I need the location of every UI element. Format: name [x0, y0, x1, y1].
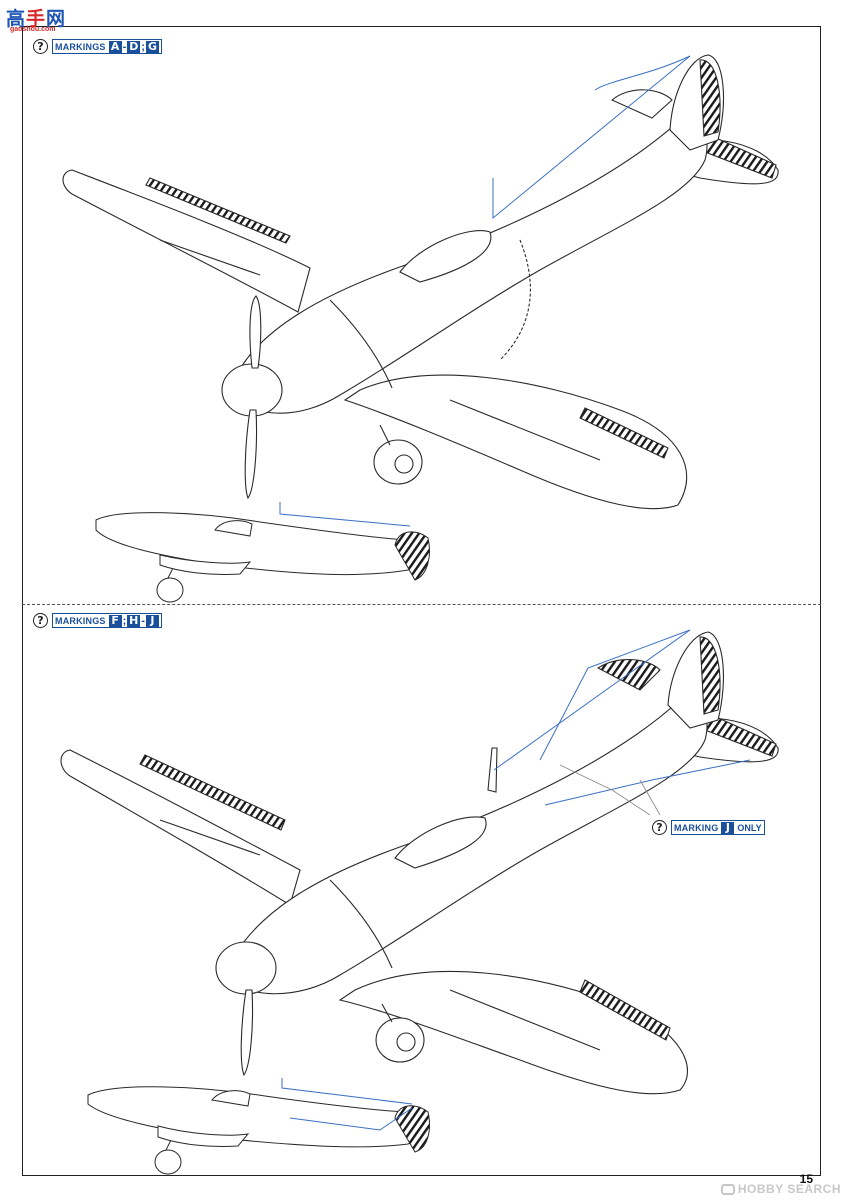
rudder	[699, 59, 721, 137]
canopy	[399, 230, 492, 283]
side-fin	[394, 531, 430, 581]
markings-label: MARKINGS	[55, 41, 106, 52]
marking-code: H	[127, 613, 141, 627]
marking-separator: -	[141, 614, 145, 627]
markings-label: MARKINGS	[55, 615, 106, 626]
top-aircraft-side	[95, 512, 430, 603]
marking-code: F	[108, 614, 122, 627]
watermark-text: HOBBY SEARCH	[737, 1182, 841, 1196]
callout-label: MARKING	[674, 822, 719, 833]
side-fin	[394, 1105, 430, 1153]
question-icon: ?	[33, 39, 48, 54]
side-wheel	[154, 1149, 182, 1175]
spinner	[215, 941, 277, 995]
side-antenna-wire-j	[289, 1107, 413, 1131]
bottom-aircraft-main	[60, 631, 779, 1095]
antenna-mast	[487, 747, 498, 793]
marking-separator: ;	[122, 614, 127, 627]
side-antenna-wire	[279, 502, 411, 527]
main-wheel-hub	[394, 454, 414, 474]
marking-j-callout: ? MARKING J ONLY	[652, 820, 765, 835]
logo-glyph-1: 高	[6, 8, 27, 30]
side-wheel	[156, 577, 184, 603]
canopy	[394, 816, 487, 869]
bottom-markings-tag: ? MARKINGS F ; H - J	[33, 613, 162, 628]
top-aircraft-main	[62, 54, 779, 510]
prop-blade-lower	[240, 989, 254, 1077]
gear-leg	[379, 424, 391, 446]
logo-glyph-3: 网	[46, 8, 67, 30]
side-antenna-wire	[281, 1078, 413, 1105]
side-canopy	[214, 520, 253, 537]
near-wing-aileron	[579, 407, 669, 459]
marking-separator: ;	[141, 40, 145, 53]
markings-box-top: MARKINGS A - D ; G	[52, 39, 162, 54]
page-frame	[22, 26, 821, 1176]
marking-separator: -	[122, 40, 127, 53]
markings-box-bottom: MARKINGS F ; H - J	[52, 613, 162, 628]
marking-code: J	[145, 614, 159, 627]
question-icon: ?	[652, 820, 667, 835]
logo-url: gaoshou.com	[10, 26, 56, 33]
prop-blade-upper	[249, 295, 262, 369]
marking-code: J	[721, 821, 735, 834]
watermark-icon	[720, 1183, 735, 1195]
page-number: 15	[799, 1172, 813, 1186]
marking-code: G	[145, 39, 159, 53]
watermark: HOBBY SEARCH	[720, 1182, 841, 1196]
marking-code: D	[127, 39, 141, 53]
spinner	[221, 363, 283, 417]
section-divider	[22, 604, 821, 605]
far-wing-aileron	[139, 754, 286, 831]
bottom-aircraft-side	[87, 1086, 430, 1175]
side-fuselage	[87, 1086, 418, 1148]
top-markings-tag: ? MARKINGS A - D ; G	[33, 39, 162, 54]
callout-leader	[559, 764, 651, 816]
side-canopy	[211, 1090, 251, 1107]
h-stabilizer-far	[596, 658, 661, 691]
antenna-wire-tail	[594, 55, 691, 91]
callout-leader-2	[639, 779, 661, 816]
side-radiator	[157, 1125, 250, 1148]
site-logo: 高 手 网 gaoshou.com	[6, 4, 67, 33]
main-wheel-hub	[396, 1032, 416, 1052]
antenna-wire-j-2	[544, 759, 751, 806]
prop-blade-lower	[244, 409, 258, 500]
far-wing	[62, 169, 311, 313]
near-wing	[343, 374, 688, 510]
question-icon: ?	[33, 613, 48, 628]
near-wing-aileron	[579, 979, 671, 1041]
h-stabilizer-far	[610, 89, 673, 119]
antenna-wire	[493, 629, 691, 771]
logo-glyph-2: 手	[26, 8, 47, 30]
marking-code: A	[108, 40, 122, 53]
far-wing-aileron	[145, 177, 291, 244]
side-radiator	[159, 554, 252, 576]
callout-box: MARKING J ONLY	[671, 820, 765, 835]
antenna-wire	[492, 55, 691, 220]
antenna-wire-j	[539, 629, 691, 761]
rudder	[699, 636, 721, 715]
callout-tail: ONLY	[737, 822, 762, 833]
